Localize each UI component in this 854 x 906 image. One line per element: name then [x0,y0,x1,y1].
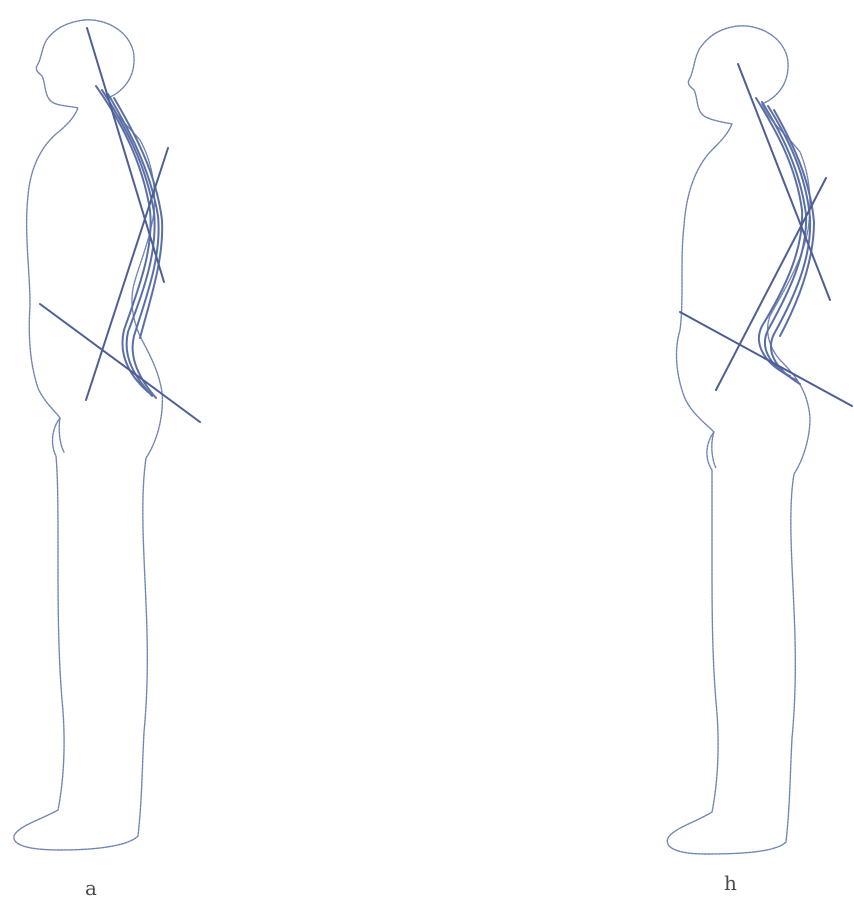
cervical-axis-line-a [87,28,164,282]
panel-label-b: h [724,871,737,895]
arm-outline-b [712,432,716,468]
arm-outline-a [59,418,64,452]
pelvic-axis-line-a [40,304,200,422]
cervical-axis-line-b [738,64,830,300]
thoracic-axis-line-b [716,178,826,390]
figure-a [14,20,200,850]
figure-b [667,26,852,854]
pelvic-axis-line-b [680,312,852,406]
panel-label-a: a [85,876,97,900]
spine-curve-a-3 [108,94,159,398]
